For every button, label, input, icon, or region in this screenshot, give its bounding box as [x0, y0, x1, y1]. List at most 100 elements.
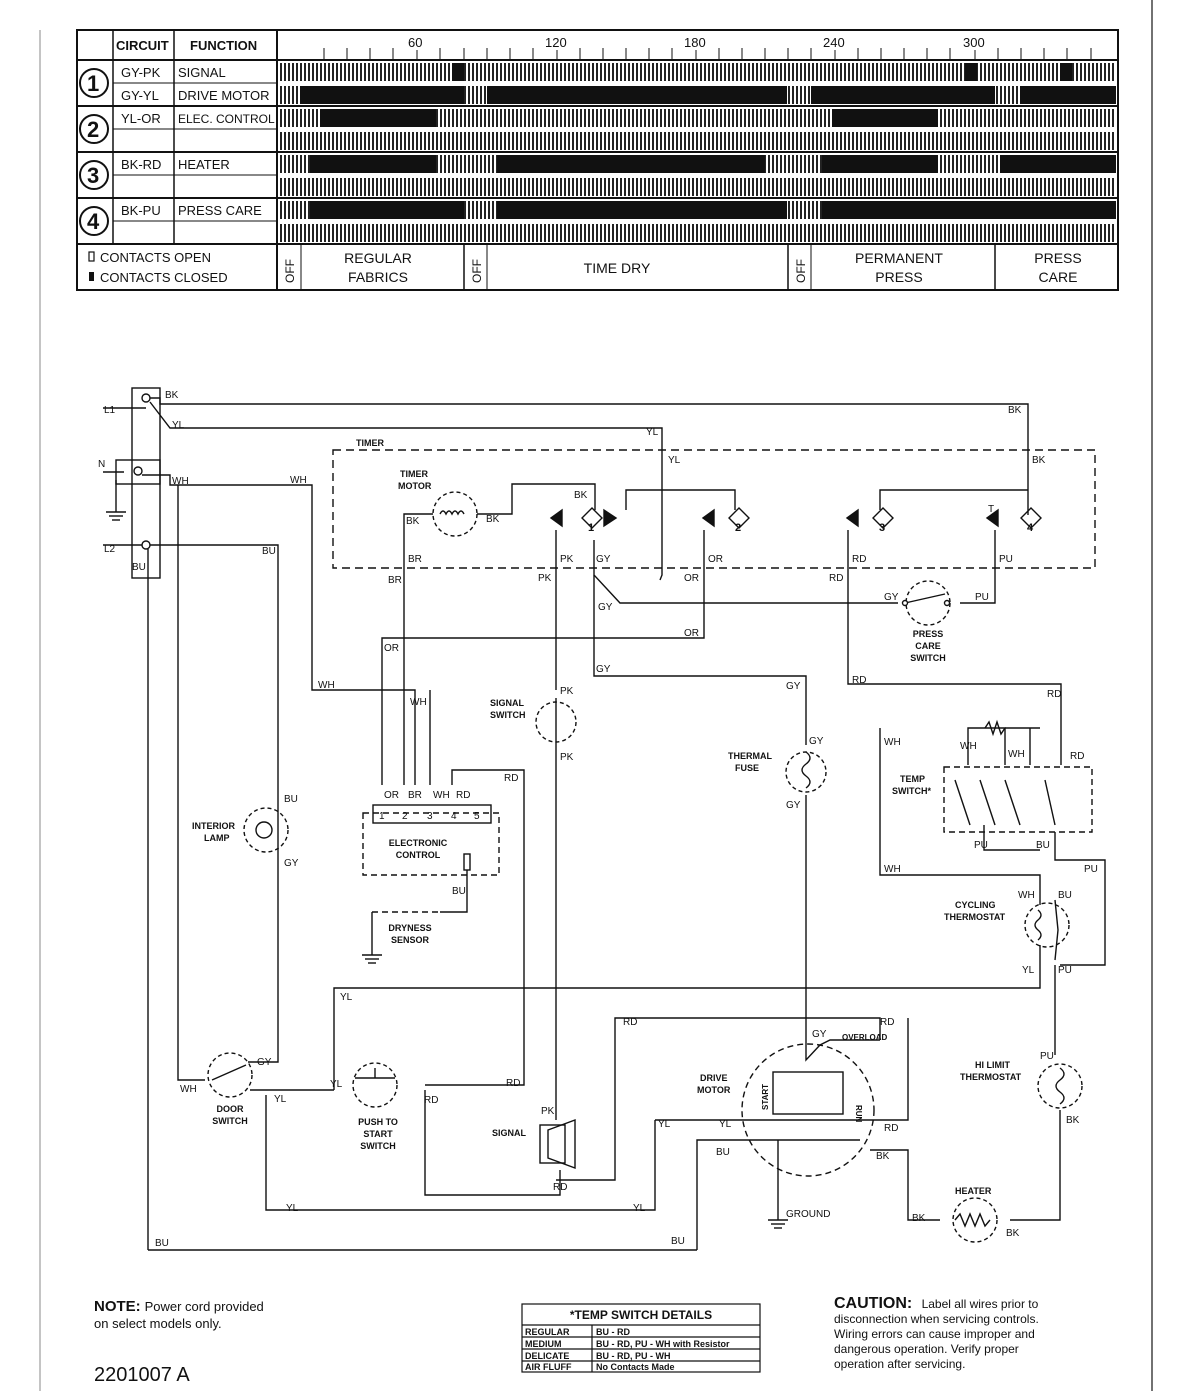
wire-label: BU: [284, 794, 298, 805]
wire-label: PK: [538, 573, 552, 584]
schematic: [103, 387, 1106, 1251]
wire-label: OR: [384, 643, 399, 654]
wire-label: 4: [451, 811, 457, 822]
wire-label: WH: [960, 741, 977, 752]
wire-label: RD: [553, 1182, 567, 1193]
wire-label: BU: [671, 1236, 685, 1247]
note-label: NOTE:: [94, 1298, 141, 1315]
wire-label: YL: [274, 1094, 287, 1105]
wire-label: OR: [684, 573, 699, 584]
wire-label: 3: [879, 522, 885, 534]
wire-label: PRESS: [913, 629, 944, 639]
wire-label: MOTOR: [697, 1085, 731, 1095]
wire-label: WH: [172, 476, 189, 487]
wire-label: SWITCH: [910, 653, 946, 663]
wire-label: TIMER: [400, 469, 428, 479]
wire-label: WH: [884, 864, 901, 875]
wire-label: SWITCH: [212, 1116, 248, 1126]
circuit-function: SIGNAL: [178, 65, 226, 80]
wire-label: YL: [719, 1119, 732, 1130]
wire-label: SIGNAL: [490, 698, 525, 708]
tick-240: 240: [823, 35, 845, 50]
cycle-permanent-press: PERMANENT: [855, 250, 943, 266]
wire-label: SWITCH: [360, 1141, 396, 1151]
wire-label: LAMP: [204, 833, 230, 843]
wire-label: YL: [633, 1203, 646, 1214]
wire-label: YL: [330, 1079, 343, 1090]
wire-label: YL: [658, 1119, 671, 1130]
wire-label: OR: [384, 790, 399, 801]
wire-label: BK: [406, 516, 420, 527]
wire-label: 4: [1027, 522, 1034, 534]
wire-label: BK: [574, 490, 588, 501]
legend-closed: CONTACTS CLOSED: [100, 270, 228, 285]
wire-label: 2: [402, 811, 408, 822]
wire-label: DRYNESS: [388, 923, 431, 933]
wire-label: GY: [284, 858, 299, 869]
wire-label: DRIVE: [700, 1073, 728, 1083]
circuit-function: ELEC. CONTROL: [178, 112, 275, 126]
wire-label: HI LIMIT: [975, 1060, 1010, 1070]
circuit-function: DRIVE MOTOR: [178, 88, 270, 103]
wire-label: WH: [1008, 749, 1025, 760]
caution-line: disconnection when servicing controls.: [834, 1312, 1039, 1326]
wire-label: GY: [257, 1057, 272, 1068]
wire-label: WH: [1018, 890, 1035, 901]
wire-label: RD: [456, 790, 470, 801]
wire-label: BU: [132, 562, 146, 573]
wire-label: PU: [974, 840, 988, 851]
schematic-labels: L1 N L2 BK YL WH BU BU WH BK BK YL YL TI…: [98, 390, 1098, 1249]
wire-label: GY: [596, 664, 611, 675]
caution-note: CAUTION: Label all wires prior to discon…: [834, 1296, 1100, 1372]
wire-label: WH: [180, 1084, 197, 1095]
cycle-permanent-press: PRESS: [875, 269, 922, 285]
wire-label: BK: [912, 1213, 926, 1224]
wire-label: YL: [340, 992, 353, 1003]
wire-label: MOTOR: [398, 481, 432, 491]
wire-label: GY: [812, 1029, 827, 1040]
tick-180: 180: [684, 35, 706, 50]
wire-label: BU - RD, PU - WH: [596, 1351, 671, 1361]
wire-label: BU - RD, PU - WH with Resistor: [596, 1339, 730, 1349]
wire-label: WH: [433, 790, 450, 801]
wire-label: RD: [504, 773, 518, 784]
cycle-off: OFF: [470, 259, 484, 283]
wire-label: BU: [155, 1238, 169, 1249]
wire-label: PK: [560, 554, 574, 565]
wire-label: WH: [318, 680, 335, 691]
wire-label: INTERIOR: [192, 821, 236, 831]
note-text: Power cord provided: [144, 1299, 264, 1314]
wire-label: 1: [379, 811, 385, 822]
wire-label: 2: [735, 522, 741, 534]
wire-label: RD: [506, 1078, 520, 1089]
wire-label: BR: [408, 790, 422, 801]
wire-label: GY: [596, 554, 611, 565]
wire-label: BK: [486, 514, 500, 525]
wire-label: YL: [646, 427, 659, 438]
power-cord-note: NOTE: Power cord provided on select mode…: [94, 1298, 324, 1331]
tick-300: 300: [963, 35, 985, 50]
wire-label: THERMOSTAT: [944, 912, 1006, 922]
wire-label: WH: [884, 737, 901, 748]
wire-label: RD: [1047, 689, 1061, 700]
wire-label: BU - RD: [596, 1327, 630, 1337]
wire-label: RUN: [854, 1105, 863, 1123]
wire-label: PU: [1084, 864, 1098, 875]
wire-label: YL: [668, 455, 681, 466]
wire-label: GY: [786, 800, 801, 811]
wire-label: DOOR: [217, 1104, 245, 1114]
wire-label: BU: [1058, 890, 1072, 901]
wire-label: GROUND: [786, 1209, 830, 1220]
wire-label: 1: [588, 522, 594, 534]
wire-label: THERMOSTAT: [960, 1072, 1022, 1082]
cycle-regular: REGULAR: [344, 250, 412, 266]
caution-line: Label all wires prior to: [921, 1297, 1039, 1311]
wire-label: OR: [684, 628, 699, 639]
wire-label: YL: [1022, 965, 1035, 976]
circuit-code: BK-PU: [121, 203, 161, 218]
note-text: on select models only.: [94, 1316, 222, 1331]
wire-label: THERMAL: [728, 751, 772, 761]
wire-label: PUSH TO: [358, 1117, 398, 1127]
circuit-3-number: 3: [87, 163, 99, 188]
timer-chart-text: CIRCUIT FUNCTION 60 120 180 240 300 1 2 …: [79, 35, 1082, 285]
